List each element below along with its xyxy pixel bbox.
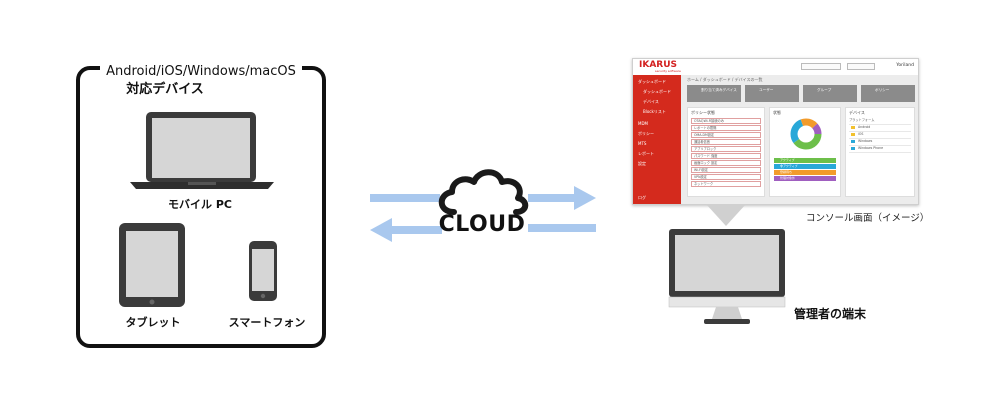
sidebar-item[interactable]: ダッシュボード [638, 79, 666, 84]
console-select-1[interactable] [801, 63, 841, 70]
policy-row[interactable]: Wi-Fi設定 [691, 167, 761, 173]
console-tile[interactable]: ポリシー [861, 85, 915, 102]
status-legend-item: 管理対象外 [774, 176, 836, 181]
sidebar-item[interactable]: MDM [638, 121, 648, 126]
console-topbar: IKARUS security software Yoriland [633, 59, 918, 76]
arrow-from-cloud-left [370, 218, 442, 242]
console-tile[interactable]: ユーザー [745, 85, 799, 102]
policy-row[interactable]: OMA-DM設定 [691, 132, 761, 138]
status-donut-chart [790, 118, 822, 150]
console-status-card: 状態 アクティブ 非アクティブ 登録待ち 管理対象外 [769, 107, 841, 197]
sidebar-item[interactable]: ログ [638, 195, 646, 200]
console-tile[interactable]: グループ [803, 85, 857, 102]
policy-row[interactable]: 通話着信音 [691, 139, 761, 145]
supported-devices-label: 対応デバイス [126, 82, 204, 97]
policy-card-title: ポリシー状態 [691, 110, 715, 115]
console-user[interactable]: Yoriland [896, 63, 914, 68]
device-card-header: プラットフォーム [849, 117, 911, 125]
status-legend-item: アクティブ [774, 158, 836, 163]
os-list-text: Android/iOS/Windows/macOS [100, 64, 302, 79]
laptop-icon [130, 112, 274, 189]
sidebar-item[interactable]: Blockリスト [643, 109, 666, 114]
status-legend-item: 登録待ち [774, 170, 836, 175]
console-tile[interactable]: 割り当て済みデバイス [687, 85, 741, 102]
sidebar-item[interactable]: MTS [638, 141, 647, 146]
sidebar-item[interactable]: ポリシー [638, 131, 654, 136]
console-policy-card: ポリシー状態 OTAのWi-Fi接続のみ レポートの間隔 OMA-DM設定 通話… [687, 107, 765, 197]
status-legend-item: 非アクティブ [774, 164, 836, 169]
policy-row[interactable]: OTAのWi-Fi接続のみ [691, 118, 761, 124]
os-list-title: Android/iOS/Windows/macOS [80, 60, 322, 79]
console-sidebar: ダッシュボード ダッシュボード デバイス Blockリスト MDM ポリシー M… [633, 75, 681, 204]
device-row[interactable]: Windows [849, 138, 911, 146]
console-pointer [706, 204, 746, 226]
cloud-label: CLOUD [438, 212, 526, 237]
sidebar-item[interactable]: デバイス [643, 99, 659, 104]
console-breadcrumb: ホーム / ダッシュボード / デバイスの一覧 [687, 77, 763, 82]
console-screen: IKARUS security software Yoriland ダッシュボー… [632, 58, 919, 205]
status-card-title: 状態 [773, 110, 781, 115]
smartphone-label: スマートフォン [228, 316, 306, 329]
tablet-label: タブレット [125, 316, 181, 329]
monitor-icon [668, 229, 786, 324]
device-row[interactable]: iOS [849, 131, 911, 139]
policy-row[interactable]: パスワード 強度 [691, 153, 761, 159]
console-select-2[interactable] [847, 63, 875, 70]
cloud-icon [438, 169, 529, 215]
tablet-icon [119, 223, 185, 307]
console-logo: IKARUS [639, 60, 678, 70]
policy-row[interactable]: VPN設定 [691, 174, 761, 180]
arrow-from-console-right [528, 224, 596, 232]
device-row[interactable]: Windows Phone [849, 145, 911, 153]
device-row[interactable]: Android [849, 124, 911, 132]
policy-row[interactable]: アプリブロック [691, 146, 761, 152]
laptop-label: モバイル PC [168, 198, 232, 211]
console-logo-sub: security software [655, 69, 681, 73]
policy-row[interactable]: レポートの間隔 [691, 125, 761, 131]
smartphone-icon [249, 241, 277, 301]
sidebar-item[interactable]: レポート [638, 151, 654, 156]
admin-terminal-label: 管理者の端末 [794, 307, 867, 321]
policy-row[interactable]: ネットワーク [691, 181, 761, 187]
sidebar-item[interactable]: 設定 [638, 161, 646, 166]
device-card-title: デバイス [849, 110, 865, 115]
console-main: ホーム / ダッシュボード / デバイスの一覧 割り当て済みデバイス ユーザー … [681, 75, 918, 204]
arrow-to-cloud-left [370, 194, 440, 202]
sidebar-item[interactable]: ダッシュボード [643, 89, 671, 94]
arrow-to-console-right [528, 186, 596, 210]
console-caption: コンソール画面（イメージ） [806, 213, 930, 224]
policy-row[interactable]: 画面ロック 設定 [691, 160, 761, 166]
console-device-card: デバイス プラットフォーム Android iOS Windows Window… [845, 107, 915, 197]
